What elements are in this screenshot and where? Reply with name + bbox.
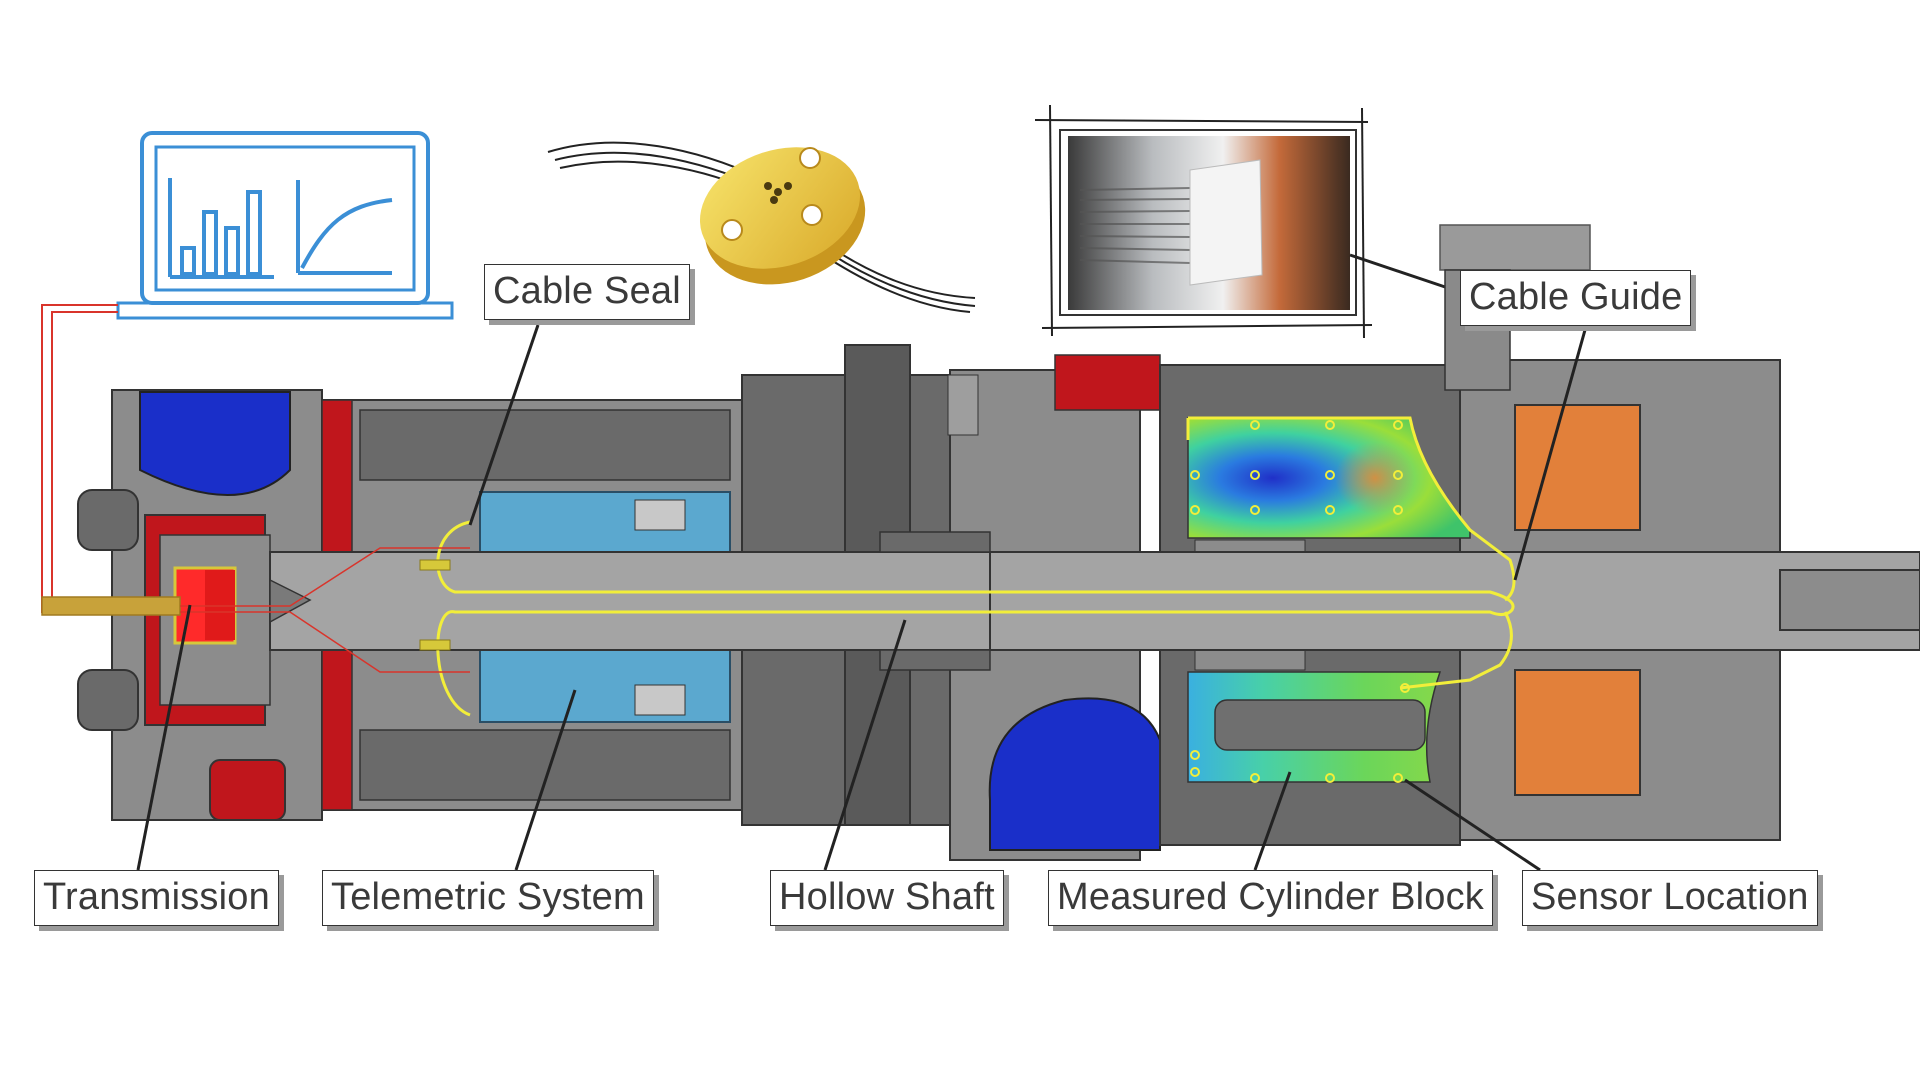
cable-guide-photo [1034, 104, 1461, 339]
label-measured-cylinder-block: Measured Cylinder Block [1048, 870, 1493, 926]
leader-sensor-location [1404, 778, 1541, 872]
leader-telemetric [514, 689, 577, 871]
leader-cylinder-block [1253, 771, 1292, 871]
leader-lines [136, 324, 1587, 872]
leader-cable-seal [468, 324, 540, 526]
label-hollow-shaft: Hollow Shaft [770, 870, 1004, 926]
bar-chart-icon [168, 178, 274, 279]
leader-hollow-shaft [823, 619, 907, 871]
label-telemetric-system: Telemetric System [322, 870, 654, 926]
laptop-chart-icon [116, 131, 454, 320]
leader-transmission [136, 604, 192, 871]
cross-section-assembly [41, 224, 1920, 861]
leader-cable-guide [1513, 329, 1587, 581]
label-cable-seal: Cable Seal [484, 264, 690, 320]
label-transmission: Transmission [34, 870, 279, 926]
curve-chart-icon [296, 180, 393, 275]
label-cable-guide: Cable Guide [1460, 270, 1692, 326]
cable-seal-part-icon [547, 141, 976, 313]
label-sensor-location: Sensor Location [1522, 870, 1818, 926]
